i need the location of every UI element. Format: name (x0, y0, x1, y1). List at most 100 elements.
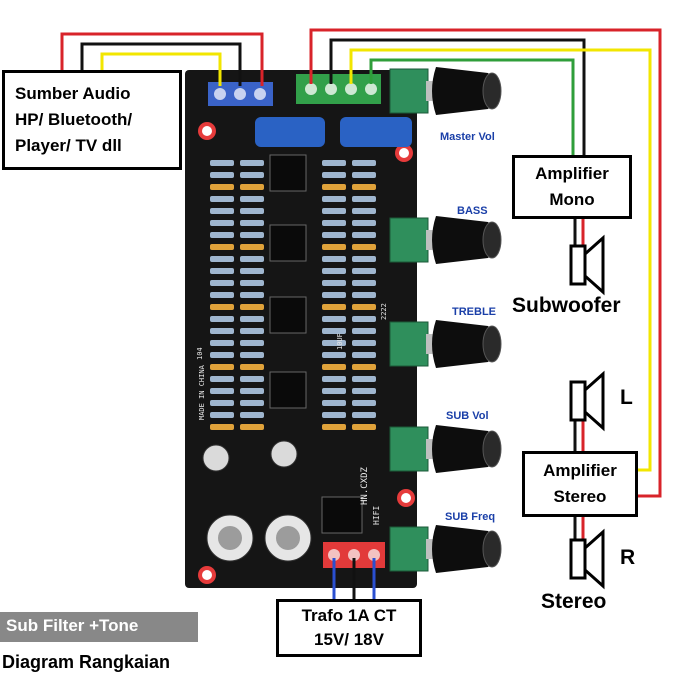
resistor (240, 256, 264, 262)
resistor (240, 280, 264, 286)
resistor (352, 364, 376, 370)
trafo-box: Trafo 1A CT 15V/ 18V (276, 599, 422, 657)
board-text-2222: 2222 (380, 303, 388, 320)
knob-label-treble: TREBLE (452, 306, 496, 318)
ic-chip (269, 296, 307, 334)
resistor (352, 424, 376, 430)
resistor (210, 340, 234, 346)
resistor (322, 172, 346, 178)
resistor (240, 172, 264, 178)
resistor (352, 340, 376, 346)
resistor (322, 244, 346, 250)
resistor (210, 244, 234, 250)
resistor (352, 244, 376, 250)
resistor (240, 400, 264, 406)
resistor (352, 256, 376, 262)
resistor (322, 184, 346, 190)
output-wire-yellow (349, 48, 652, 472)
speaker-left-icon (569, 370, 605, 432)
resistor (322, 268, 346, 274)
speaker-right-icon (569, 528, 605, 590)
output-wire-green (369, 58, 575, 157)
resistor (322, 160, 346, 166)
input-wires (60, 32, 264, 86)
input-wire-red (60, 32, 264, 86)
resistor (240, 244, 264, 250)
power-wires (332, 558, 376, 602)
resistor (352, 328, 376, 334)
resistor (322, 232, 346, 238)
board-text-model: HN.CXDZ (360, 467, 370, 505)
resistor (210, 316, 234, 322)
knob-master-vol-icon (389, 67, 502, 115)
speaker-subwoofer-icon (569, 234, 605, 296)
knob-sub-vol-icon (389, 425, 502, 473)
footer-badge-bg (0, 612, 198, 642)
knob-treble-icon (389, 320, 502, 368)
resistor (352, 184, 376, 190)
resistor (240, 220, 264, 226)
electrolytic-capacitor (202, 444, 230, 472)
resistor (210, 196, 234, 202)
resistor (210, 280, 234, 286)
resistor (322, 340, 346, 346)
input-wire-black (80, 42, 242, 86)
knob-label-bass: BASS (457, 205, 488, 217)
resistor (352, 268, 376, 274)
resistor (240, 328, 264, 334)
resistor (210, 388, 234, 394)
film-capacitor (340, 117, 412, 147)
resistor (210, 256, 234, 262)
speaker-wires (573, 218, 585, 540)
resistor (240, 376, 264, 382)
resistor (210, 184, 234, 190)
input-wire-yellow (100, 52, 222, 86)
pcb-board (185, 70, 417, 588)
ic-chip (269, 224, 307, 262)
resistor (322, 376, 346, 382)
electrolytic-capacitor (270, 440, 298, 468)
resistor (322, 400, 346, 406)
left-channel-label: L (620, 386, 633, 409)
right-channel-label: R (620, 546, 636, 569)
resistor (352, 316, 376, 322)
resistor (240, 304, 264, 310)
resistor (322, 280, 346, 286)
resistor-array (210, 160, 376, 430)
resistor (210, 364, 234, 370)
resistor (352, 304, 376, 310)
resistor (240, 196, 264, 202)
resistor (322, 196, 346, 202)
film-capacitor (255, 117, 325, 147)
resistor (352, 292, 376, 298)
stereo-label: Stereo (541, 590, 607, 613)
resistor (210, 352, 234, 358)
regulator-chip (321, 496, 363, 534)
resistor (322, 412, 346, 418)
resistor (352, 232, 376, 238)
resistor (352, 220, 376, 226)
resistor (352, 196, 376, 202)
resistor (210, 424, 234, 430)
resistor (240, 352, 264, 358)
board-text-104: 104 (196, 347, 204, 360)
resistor (240, 412, 264, 418)
resistor (322, 364, 346, 370)
knob-label-sub-freq: SUB Freq (445, 511, 496, 523)
resistor (322, 292, 346, 298)
resistor (352, 160, 376, 166)
resistor (210, 232, 234, 238)
amplifier-stereo-box: Amplifier Stereo (522, 451, 638, 517)
board-text-10uf: 10UF (336, 333, 344, 350)
output-wire-black-mono (329, 38, 586, 157)
resistor (322, 304, 346, 310)
resistor (240, 316, 264, 322)
board-text-made-in: MADE IN CHINA (198, 365, 206, 420)
resistor (322, 388, 346, 394)
resistor (240, 232, 264, 238)
resistor (210, 160, 234, 166)
resistor (210, 400, 234, 406)
resistor (322, 220, 346, 226)
resistor (352, 376, 376, 382)
